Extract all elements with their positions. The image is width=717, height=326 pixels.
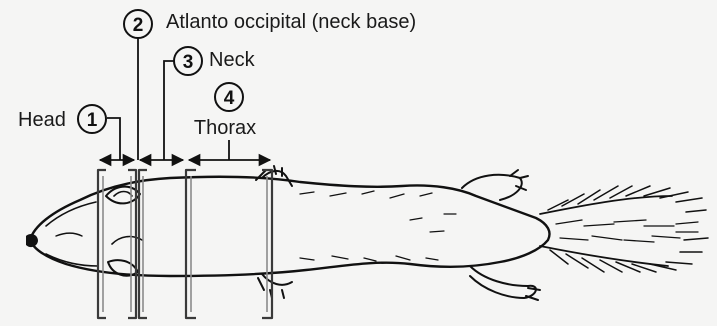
head-label: Head — [18, 109, 66, 131]
marker-3-number: 3 — [183, 52, 194, 73]
neck-label: Neck — [209, 49, 256, 71]
clamp-neck — [139, 170, 147, 318]
marker-1-number: 1 — [87, 110, 98, 131]
label-head: Head 1 — [18, 105, 106, 133]
marker-2-number: 2 — [133, 15, 144, 36]
animal-illustration — [26, 166, 708, 300]
label-thorax: 4 Thorax — [194, 83, 256, 139]
neck-base-label: Atlanto occipital (neck base) — [166, 11, 416, 33]
label-neck-base: 2 Atlanto occipital (neck base) — [124, 10, 416, 38]
marker-4-number: 4 — [224, 88, 235, 109]
clamp-head — [98, 170, 136, 318]
thorax-label: Thorax — [194, 117, 256, 139]
clamp-thorax — [186, 170, 272, 318]
label-neck: 3 Neck — [174, 47, 256, 75]
